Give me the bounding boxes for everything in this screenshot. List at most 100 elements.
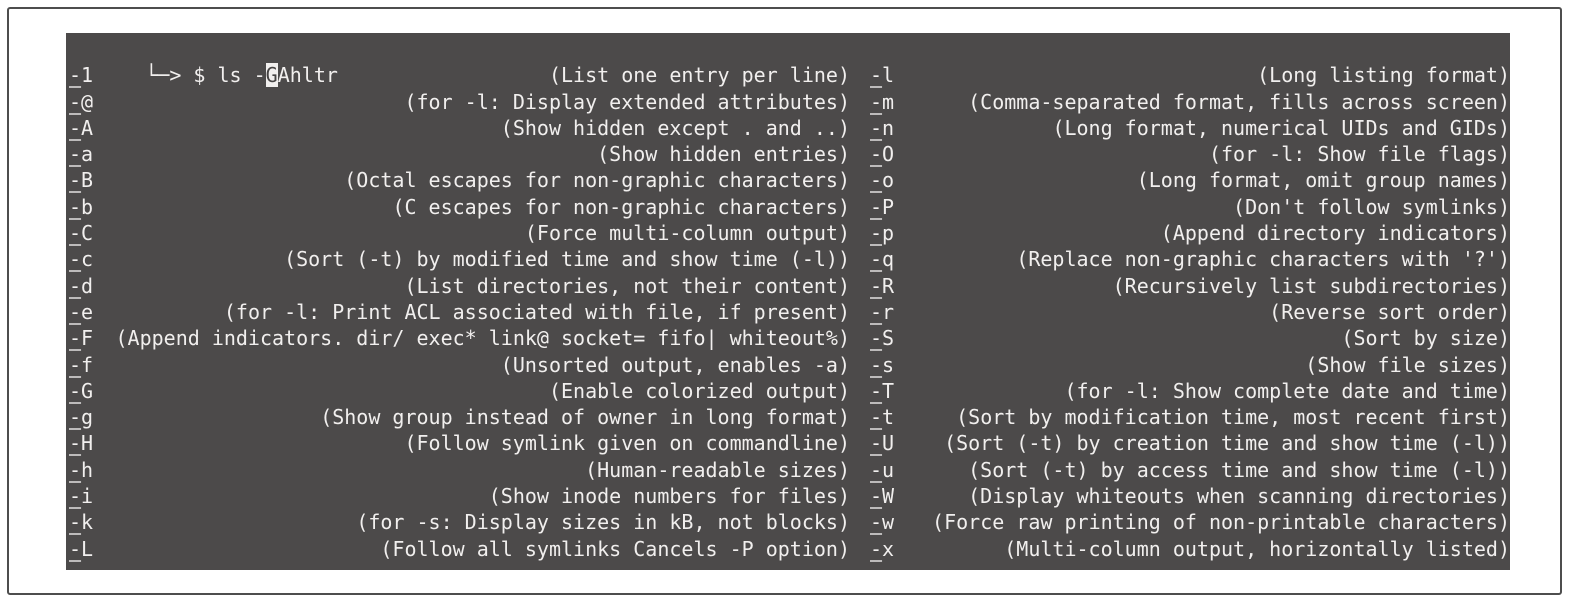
completion-cell-left: -F (Append indicators. dir/ exec* link@ …: [69, 325, 850, 351]
flag-dash: -: [69, 63, 82, 88]
flag-letter: d: [81, 273, 94, 298]
flag-letter: 1: [81, 63, 94, 88]
flag-dash: -: [870, 405, 883, 430]
completion-flag: -T: [870, 378, 894, 404]
flag-dash: -: [69, 168, 82, 193]
completion-description: (Multi-column output, horizontally liste…: [1004, 536, 1510, 561]
terminal-cursor: G: [265, 63, 278, 88]
completion-description: (Show hidden except . and ..): [500, 115, 850, 140]
flag-letter: p: [882, 221, 895, 246]
completion-description: (for -l: Display extended attributes): [404, 89, 850, 114]
flag-letter: r: [882, 299, 895, 324]
completion-row: -1 (List one entry per line) -l (Long li…: [69, 62, 1510, 88]
flag-letter: l: [882, 63, 895, 88]
completion-flag: -h: [69, 457, 93, 483]
prompt-line: └─> $ ls -GAhltr: [69, 36, 1510, 88]
completion-row: -d (List directories, not their content)…: [69, 273, 1510, 299]
completion-cell-right: -S (Sort by size): [870, 325, 1510, 351]
flag-dash: -: [69, 247, 82, 272]
completion-description: (for -l: Show file flags): [1208, 142, 1510, 167]
completion-cell-right: -n (Long format, numerical UIDs and GIDs…: [870, 115, 1510, 141]
flag-dash: -: [870, 484, 883, 509]
completion-row: -i (Show inode numbers for files) -W (Di…: [69, 483, 1510, 509]
completion-description: (Append indicators. dir/ exec* link@ soc…: [115, 326, 850, 351]
completion-cell-left: -a (Show hidden entries): [69, 141, 850, 167]
completion-flag: -p: [870, 220, 894, 246]
completion-cell-left: -B (Octal escapes for non-graphic charac…: [69, 167, 850, 193]
completion-description: (Long format, numerical UIDs and GIDs): [1052, 115, 1510, 140]
flag-dash: -: [69, 115, 82, 140]
completion-cell-right: -U (Sort (-t) by creation time and show …: [870, 430, 1510, 456]
flag-dash: -: [870, 168, 883, 193]
completion-cell-left: -A (Show hidden except . and ..): [69, 115, 850, 141]
completion-cell-right: -T (for -l: Show complete date and time): [870, 378, 1510, 404]
flag-dash: -: [69, 352, 82, 377]
flag-letter: U: [882, 431, 895, 456]
flag-dash: -: [69, 221, 82, 246]
completion-flag: -H: [69, 430, 93, 456]
flag-dash: -: [870, 221, 883, 246]
flag-dash: -: [69, 299, 82, 324]
completion-row: -L (Follow all symlinks Cancels -P optio…: [69, 536, 1510, 562]
completion-cell-right: -o (Long format, omit group names): [870, 167, 1510, 193]
flag-letter: @: [81, 89, 94, 114]
completion-flag: -l: [870, 62, 894, 88]
flag-letter: G: [81, 378, 94, 403]
terminal-window[interactable]: └─> $ ls -GAhltr -1 (List one entry per …: [66, 33, 1510, 570]
completion-cell-right: -t (Sort by modification time, most rece…: [870, 404, 1510, 430]
completion-flag: -s: [870, 352, 894, 378]
flag-letter: s: [882, 352, 895, 377]
flag-dash: -: [69, 510, 82, 535]
flag-letter: c: [81, 247, 94, 272]
flag-letter: P: [882, 194, 895, 219]
flag-dash: -: [870, 326, 883, 351]
completion-flag: -o: [870, 167, 894, 193]
completion-cell-left: -k (for -s: Display sizes in kB, not blo…: [69, 509, 850, 535]
completion-description: (Follow all symlinks Cancels -P option): [380, 536, 850, 561]
flag-letter: w: [882, 510, 895, 535]
completion-cell-left: -f (Unsorted output, enables -a): [69, 352, 850, 378]
completion-description: (Display whiteouts when scanning directo…: [968, 484, 1510, 509]
flag-dash: -: [870, 378, 883, 403]
flag-dash: -: [870, 115, 883, 140]
flag-letter: x: [882, 536, 895, 561]
completion-description: (Follow symlink given on commandline): [404, 431, 850, 456]
completion-description: (Force raw printing of non-printable cha…: [932, 510, 1510, 535]
flag-letter: i: [81, 484, 94, 509]
completion-description: (for -s: Display sizes in kB, not blocks…: [356, 510, 850, 535]
flag-dash: -: [69, 457, 82, 482]
flag-letter: W: [882, 484, 895, 509]
completion-flag: -G: [69, 378, 93, 404]
completion-cell-right: -r (Reverse sort order): [870, 299, 1510, 325]
completion-cell-right: -p (Append directory indicators): [870, 220, 1510, 246]
completion-cell-right: -O (for -l: Show file flags): [870, 141, 1510, 167]
command-text-before-cursor: $ ls -: [181, 63, 266, 88]
flag-letter: L: [81, 536, 94, 561]
flag-dash: -: [69, 326, 82, 351]
completion-row: -e (for -l: Print ACL associated with fi…: [69, 299, 1510, 325]
completion-list: -1 (List one entry per line) -l (Long li…: [69, 62, 1510, 562]
command-text-after-cursor: Ahltr: [277, 63, 338, 88]
completion-flag: -A: [69, 115, 93, 141]
completion-row: -F (Append indicators. dir/ exec* link@ …: [69, 325, 1510, 351]
completion-flag: -i: [69, 483, 93, 509]
flag-letter: S: [882, 326, 895, 351]
completion-description: (Sort (-t) by access time and show time …: [968, 457, 1510, 482]
completion-flag: -C: [69, 220, 93, 246]
completion-flag: -c: [69, 246, 93, 272]
flag-letter: R: [882, 273, 895, 298]
completion-description: (Show hidden entries): [597, 142, 850, 167]
completion-cell-left: -@ (for -l: Display extended attributes): [69, 89, 850, 115]
completion-cell-right: -q (Replace non-graphic characters with …: [870, 246, 1510, 272]
completion-description: (Octal escapes for non-graphic character…: [344, 168, 850, 193]
flag-dash: -: [870, 142, 883, 167]
prompt-symbol: └─>: [145, 63, 182, 88]
completion-description: (Human-readable sizes): [585, 457, 850, 482]
completion-flag: -O: [870, 141, 894, 167]
flag-letter: q: [882, 247, 895, 272]
completion-description: (for -l: Print ACL associated with file,…: [223, 299, 850, 324]
completion-flag: -d: [69, 273, 93, 299]
completion-description: (Reverse sort order): [1269, 299, 1510, 324]
completion-cell-right: -w (Force raw printing of non-printable …: [870, 509, 1510, 535]
